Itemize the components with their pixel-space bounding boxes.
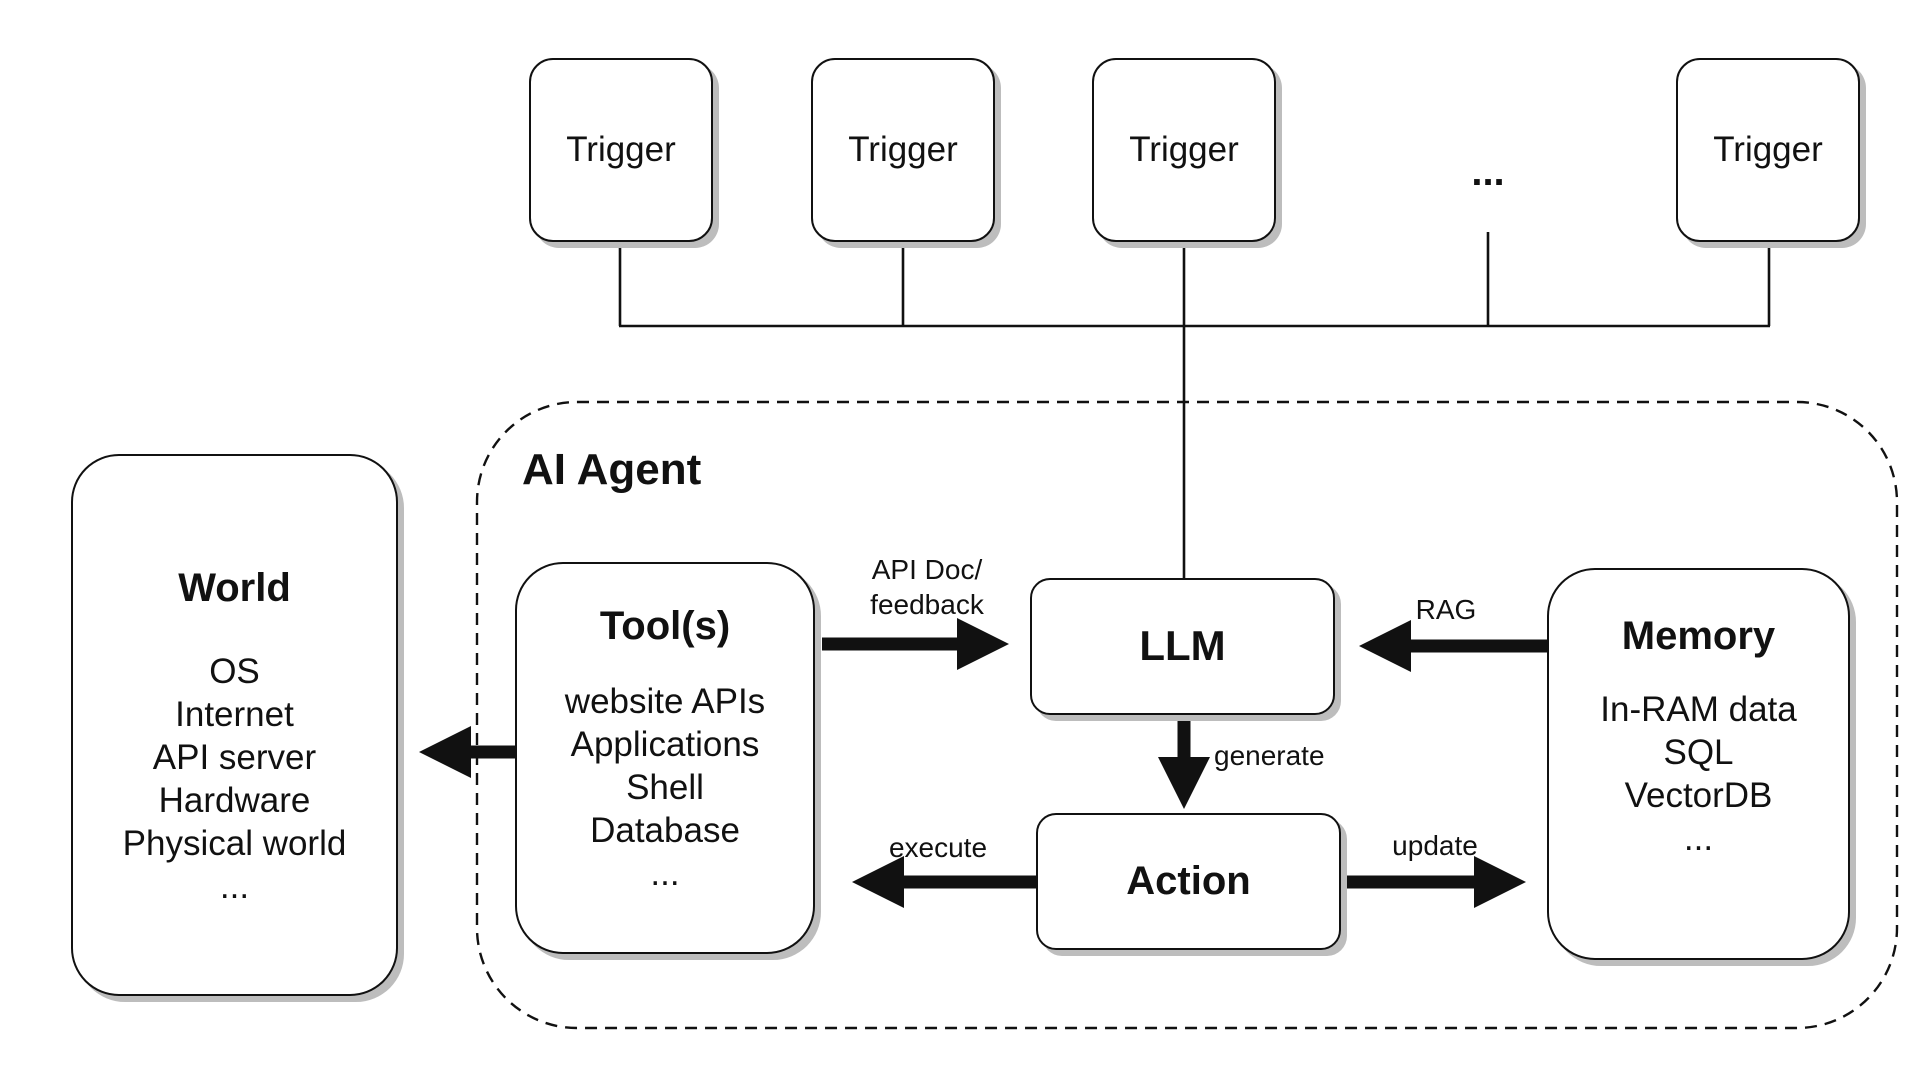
memory-title: Memory	[1621, 614, 1776, 658]
trigger-label: Trigger	[566, 130, 676, 169]
memory-item: ...	[1683, 819, 1714, 858]
tools-item: Database	[590, 811, 740, 850]
llm-title: LLM	[1139, 622, 1226, 669]
trigger-box-4: Trigger	[1676, 58, 1860, 242]
api-doc-label-line: API Doc/	[871, 554, 983, 585]
world-item: ...	[219, 867, 250, 906]
world-item: Hardware	[158, 781, 311, 820]
tools-box: Tool(s) website APIs Applications Shell …	[515, 562, 815, 954]
world-item: OS	[209, 652, 260, 691]
api-doc-feedback-label: API Doc/ feedback	[842, 552, 1012, 622]
world-title: World	[178, 566, 291, 610]
trigger-box-2: Trigger	[811, 58, 995, 242]
tools-item: Shell	[626, 768, 704, 807]
update-label: update	[1392, 830, 1478, 861]
tools-item: ...	[650, 854, 680, 893]
trigger-label: Trigger	[1129, 130, 1239, 169]
world-box: World OS Internet API server Hardware Ph…	[71, 454, 398, 996]
tools-item: Applications	[570, 725, 760, 764]
generate-label: generate	[1214, 740, 1325, 771]
triggers-ellipsis: ...	[1471, 150, 1505, 194]
execute-label: execute	[888, 832, 988, 863]
memory-items: In-RAM data SQL VectorDB ...	[1549, 688, 1848, 860]
world-item: Physical world	[122, 824, 347, 863]
memory-item: In-RAM data	[1600, 690, 1797, 729]
trigger-label: Trigger	[848, 130, 958, 169]
rag-label: RAG	[1415, 594, 1477, 625]
memory-item: SQL	[1663, 733, 1734, 772]
api-doc-label-line: feedback	[870, 589, 984, 620]
ai-agent-title: AI Agent	[522, 445, 702, 494]
tools-item: website APIs	[564, 682, 766, 721]
llm-box: LLM	[1030, 578, 1335, 715]
action-box: Action	[1036, 813, 1341, 950]
world-item: API server	[152, 738, 317, 777]
world-item: Internet	[175, 695, 294, 734]
trigger-bus	[618, 232, 1771, 578]
ai-agent-boundary	[475, 400, 1899, 1030]
memory-box: Memory In-RAM data SQL VectorDB ...	[1547, 568, 1850, 960]
memory-item: VectorDB	[1624, 776, 1773, 815]
tools-title: Tool(s)	[599, 604, 731, 648]
world-items: OS Internet API server Hardware Physical…	[73, 650, 396, 908]
action-title: Action	[1126, 859, 1251, 903]
tools-items: website APIs Applications Shell Database…	[517, 680, 813, 895]
trigger-box-3: Trigger	[1092, 58, 1276, 242]
trigger-label: Trigger	[1713, 130, 1823, 169]
trigger-box-1: Trigger	[529, 58, 713, 242]
